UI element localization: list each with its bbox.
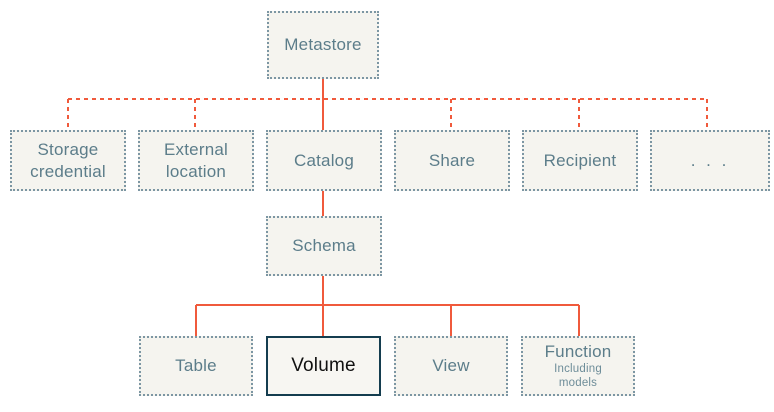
node-storage-credential-label: Storage credential [30, 140, 106, 181]
node-catalog[interactable]: Catalog [266, 130, 382, 191]
node-share[interactable]: Share [394, 130, 510, 191]
node-function-sublabel: Including models [554, 363, 602, 390]
node-more-label: . . . [690, 150, 730, 170]
node-metastore[interactable]: Metastore [267, 11, 379, 79]
node-more[interactable]: . . . [650, 130, 770, 191]
node-table[interactable]: Table [139, 336, 253, 396]
node-table-label: Table [175, 356, 217, 376]
node-volume[interactable]: Volume [266, 336, 381, 396]
node-function-label: Function [544, 342, 612, 362]
node-view[interactable]: View [394, 336, 508, 396]
node-volume-label: Volume [291, 355, 356, 377]
node-function[interactable]: Function Including models [521, 336, 635, 396]
node-share-label: Share [428, 150, 476, 170]
node-catalog-label: Catalog [294, 150, 354, 170]
node-metastore-label: Metastore [284, 35, 362, 55]
node-recipient-label: Recipient [543, 150, 617, 170]
node-schema[interactable]: Schema [266, 216, 382, 276]
node-recipient[interactable]: Recipient [522, 130, 638, 191]
node-external-location[interactable]: External location [138, 130, 254, 191]
node-storage-credential[interactable]: Storage credential [10, 130, 126, 191]
node-external-location-label: External location [164, 140, 228, 181]
node-view-label: View [432, 356, 470, 376]
node-schema-label: Schema [292, 236, 356, 256]
